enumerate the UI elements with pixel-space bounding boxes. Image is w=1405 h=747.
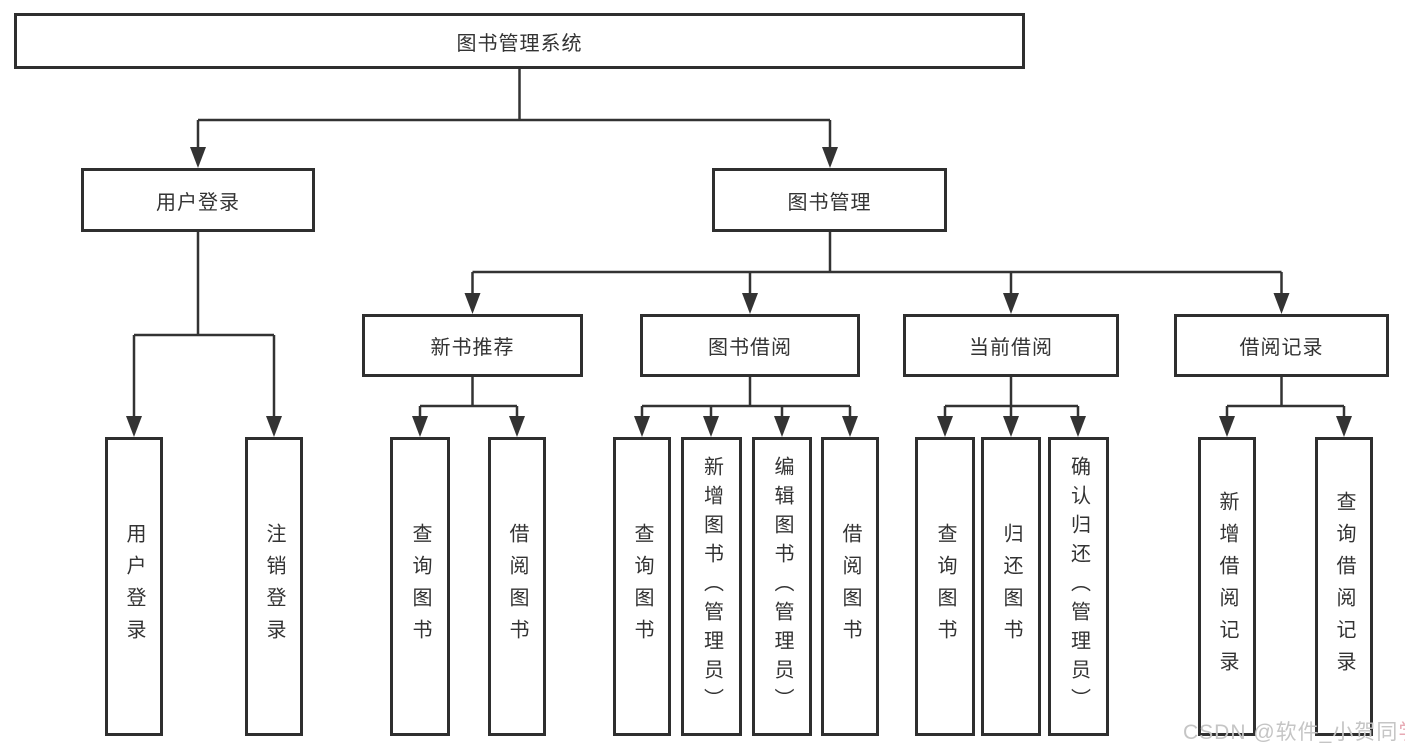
node-current-borrowing-label: 当前借阅 xyxy=(969,337,1053,359)
arrow-down-icon xyxy=(190,147,206,168)
connector-root-to-level1 xyxy=(190,69,838,168)
arrow-down-icon xyxy=(742,293,758,314)
node-user-login: 用户登录 xyxy=(81,168,315,232)
arrow-down-icon xyxy=(464,293,481,314)
node-user-login-label: 用户登录 xyxy=(156,191,240,214)
leaf-query-borrow-record: 查询借阅记录 xyxy=(1315,437,1373,736)
node-root-label: 图书管理系统 xyxy=(456,32,583,55)
node-book-management: 图书管理 xyxy=(712,168,947,232)
arrow-down-icon xyxy=(412,416,428,437)
connector-records-to-leaves xyxy=(1219,377,1352,437)
leaf-borrow-books-recommend: 借阅图书 xyxy=(488,437,546,736)
watermark: CSDN @软件_小贺同学 xyxy=(1183,716,1405,746)
connector-bookmgmt-to-level2 xyxy=(464,232,1290,314)
arrow-down-icon xyxy=(1003,293,1019,314)
arrow-down-icon xyxy=(774,416,790,437)
leaf-confirm-return-admin: 确认归还（管理员） xyxy=(1048,437,1109,736)
arrow-down-icon xyxy=(1219,416,1235,437)
node-new-book-recommend-label: 新书推荐 xyxy=(430,337,515,359)
connector-userlogin-to-leaves xyxy=(126,232,282,437)
arrow-down-icon xyxy=(822,147,838,168)
leaf-logout: 注销登录 xyxy=(245,437,303,736)
leaf-user-login: 用户登录 xyxy=(105,437,163,736)
arrow-down-icon xyxy=(126,416,142,437)
watermark-text: CSDN @软件_小贺同 xyxy=(1183,721,1399,744)
arrow-down-icon xyxy=(937,416,953,437)
node-borrowing-records: 借阅记录 xyxy=(1174,314,1389,377)
leaf-return-book: 归还图书 xyxy=(981,437,1041,736)
arrow-down-icon xyxy=(509,416,525,437)
arrow-down-icon xyxy=(1273,293,1290,314)
leaf-add-borrow-record: 新增借阅记录 xyxy=(1198,437,1256,736)
node-new-book-recommend: 新书推荐 xyxy=(362,314,583,377)
node-borrowing-records-label: 借阅记录 xyxy=(1239,337,1324,359)
arrow-down-icon xyxy=(1336,416,1352,437)
leaf-query-books-borrowing: 查询图书 xyxy=(613,437,671,736)
arrow-down-icon xyxy=(703,416,719,437)
leaf-borrow-books-borrowing: 借阅图书 xyxy=(821,437,879,736)
connector-current-to-leaves xyxy=(937,377,1086,437)
arrow-down-icon xyxy=(1003,416,1019,437)
arrow-down-icon xyxy=(842,416,858,437)
node-root: 图书管理系统 xyxy=(14,13,1025,69)
node-book-management-label: 图书管理 xyxy=(787,191,872,214)
leaf-query-books-recommend: 查询图书 xyxy=(390,437,450,736)
node-book-borrowing: 图书借阅 xyxy=(640,314,860,377)
watermark-accent: 学 xyxy=(1398,721,1405,744)
connector-borrow-to-leaves xyxy=(634,377,858,437)
leaf-add-book-admin: 新增图书（管理员） xyxy=(681,437,742,736)
leaf-query-books-current: 查询图书 xyxy=(915,437,975,736)
arrow-down-icon xyxy=(1070,416,1086,437)
connector-newbook-to-leaves xyxy=(412,377,525,437)
node-book-borrowing-label: 图书借阅 xyxy=(708,337,792,359)
node-current-borrowing: 当前借阅 xyxy=(903,314,1119,377)
arrow-down-icon xyxy=(634,416,650,437)
leaf-edit-book-admin: 编辑图书（管理员） xyxy=(752,437,812,736)
arrow-down-icon xyxy=(266,416,282,437)
